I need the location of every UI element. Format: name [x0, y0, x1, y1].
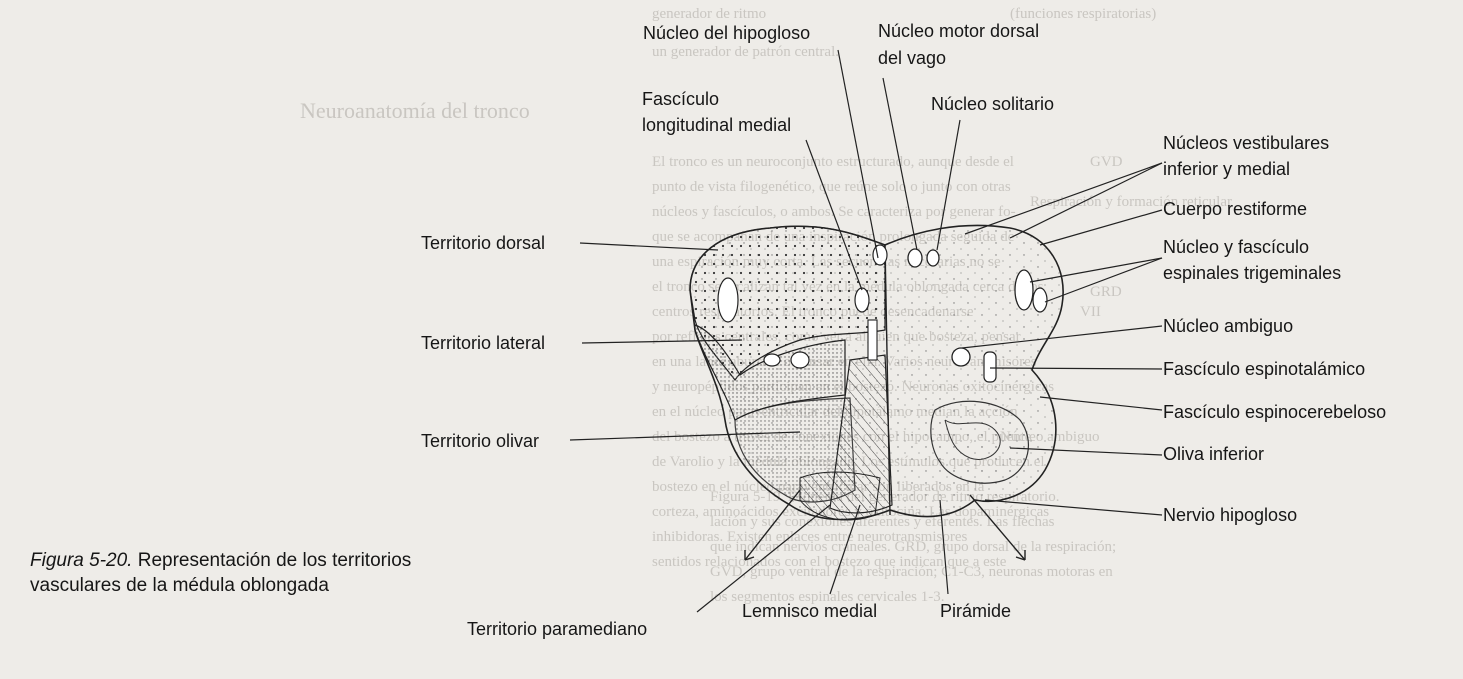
- label-piramide: Pirámide: [940, 601, 1012, 621]
- label-territorio-dorsal: Territorio dorsal: [421, 233, 546, 253]
- background-text-line: punto de vista filogenético, que reúne s…: [652, 179, 1011, 195]
- figure-caption-text: Representación de los territorios vascul…: [30, 550, 412, 596]
- background-text-line: El tronco es un neuroconjunto estructura…: [652, 154, 1014, 170]
- label-fasciculo-espinocerebeloso: Fascículo espinocerebeloso: [1163, 402, 1387, 422]
- background-text-line: GVD, grupo ventral de la respiración; C1…: [710, 564, 1113, 580]
- label-lemnisco-medial: Lemnisco medial: [742, 601, 878, 621]
- background-text-line: generador de ritmo: [652, 6, 767, 22]
- label-nucleos-vestibulares-2: inferior y medial: [1163, 159, 1291, 179]
- label-nucleo-ambiguo: Núcleo ambiguo: [1163, 316, 1294, 336]
- background-text-line: Neuroanatomía del tronco: [300, 98, 530, 123]
- background-text-line: VII: [1080, 304, 1101, 320]
- label-territorio-olivar: Territorio olivar: [421, 431, 540, 451]
- label-fasciculo-1: Fascículo: [642, 89, 720, 109]
- label-nucleo-trigeminal-1: Núcleo y fascículo: [1163, 237, 1310, 257]
- label-fasciculo-espinotalamico: Fascículo espinotalámico: [1163, 359, 1366, 379]
- label-oliva-inferior: Oliva inferior: [1163, 444, 1265, 464]
- figure-caption: Figura 5-20. Representación de los terri…: [30, 548, 430, 598]
- background-text-line: un generador de patrón central.: [652, 44, 839, 60]
- background-text-line: sentidos relacionados con el bostezo que…: [652, 554, 1007, 570]
- label-cuerpo-restiforme: Cuerpo restiforme: [1163, 199, 1308, 219]
- background-text-line: lación y sus conexiones aferentes y efer…: [710, 514, 1055, 530]
- label-territorio-lateral: Territorio lateral: [421, 333, 546, 353]
- olive-inner-fold: [944, 419, 1001, 460]
- olive-inferior-right: [930, 400, 1029, 484]
- figure-number: Figura 5-20.: [30, 550, 133, 571]
- label-fasciculo-2: longitudinal medial: [642, 115, 792, 135]
- label-nucleo-solitario: Núcleo solitario: [931, 94, 1055, 114]
- background-text-line: GVD: [1090, 154, 1123, 170]
- background-text-line: Respiración y formación reticular: [1030, 194, 1233, 210]
- label-nucleos-vestibulares-1: Núcleos vestibulares: [1163, 133, 1330, 153]
- background-text-line: que indican nervios craneales. GRD, grup…: [710, 539, 1117, 555]
- background-text-line: núcleos y fascículos, o ambos. Se caract…: [652, 204, 1016, 220]
- label-nucleo-trigeminal-2: espinales trigeminales: [1163, 263, 1342, 283]
- label-nucleo-motor-vago-2: del vago: [878, 48, 947, 68]
- background-text-line: (funciones respiratorias): [1010, 6, 1157, 22]
- paramedian-bottom: [799, 471, 881, 521]
- background-text-line: los segmentos espinales cervicales 1-3.: [710, 589, 945, 605]
- label-nucleo-motor-vago-1: Núcleo motor dorsal: [878, 21, 1040, 41]
- background-text-line: GRD: [1090, 284, 1122, 300]
- label-nervio-hipogloso: Nervio hipogloso: [1163, 505, 1298, 525]
- label-nucleo-hipogloso: Núcleo del hipogloso: [643, 23, 811, 43]
- background-text-line: inhibidoras. Existen enlaces entre neuro…: [652, 529, 968, 545]
- label-territorio-paramediano: Territorio paramediano: [467, 619, 648, 639]
